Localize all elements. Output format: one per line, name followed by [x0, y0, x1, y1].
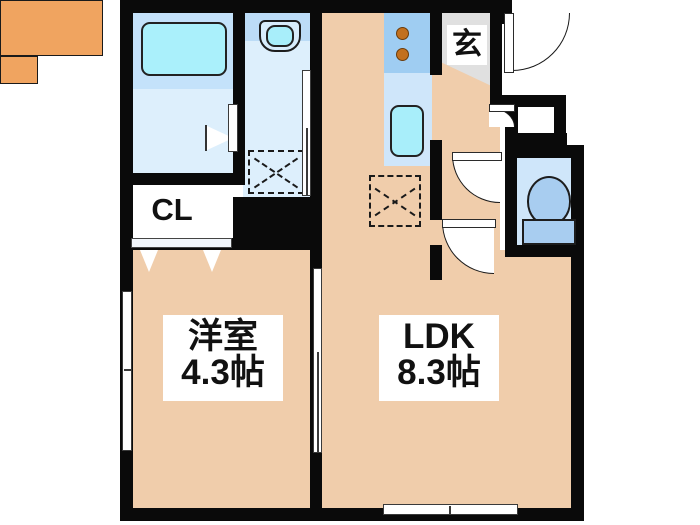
bathtub-icon — [141, 22, 227, 76]
closet-door-rail — [131, 238, 232, 248]
washitsu-label: 洋室 4.3帖 — [163, 315, 283, 401]
genkan-label: 玄 — [447, 25, 487, 65]
washitsu-label-line2: 4.3帖 — [181, 353, 265, 393]
wall-outer-right-shoe-side — [554, 95, 566, 145]
stove-burner-1-icon — [396, 27, 409, 40]
washer-space-icon — [248, 150, 304, 194]
ldk-label: LDK 8.3帖 — [379, 315, 499, 401]
bath-door-line — [205, 125, 207, 151]
west-window-mullion — [124, 369, 132, 371]
closet-cl — [0, 0, 103, 56]
ldk-label-line1: LDK — [403, 317, 475, 356]
refrigerator-space-icon — [369, 175, 421, 227]
kitchen-stove-floor — [384, 11, 432, 73]
toilet-door-leaf[interactable] — [452, 152, 502, 161]
south-window-mullion — [449, 506, 451, 515]
washbasin-bowl-icon — [266, 25, 294, 47]
wall-outer-right-toilet-top — [505, 145, 584, 158]
closet-door-marker-left — [140, 250, 158, 272]
shoebox-door-leaf[interactable] — [489, 104, 515, 112]
washroom-door-track — [306, 128, 308, 196]
wall-corridor-right-lower — [430, 245, 442, 280]
ldk-door-leaf[interactable] — [442, 219, 496, 228]
wall-genkan-right — [490, 11, 502, 95]
entrance-door-leaf[interactable] — [504, 13, 514, 73]
shoe-box-icon — [0, 56, 38, 84]
stove-burner-2-icon — [396, 48, 409, 61]
wall-outer-right-shoe-top — [505, 95, 566, 107]
closet-label: CL — [151, 192, 193, 227]
wall-bath-bottom — [120, 173, 245, 185]
toilet-tank-icon — [522, 219, 576, 245]
bath-door-panel — [228, 104, 238, 152]
closet-door-marker-right — [203, 250, 221, 272]
wall-washroom-right — [310, 0, 322, 200]
ldk-label-line2: 8.3帖 — [397, 353, 481, 393]
kitchen-sink-icon — [390, 105, 424, 157]
washitsu-label-line1: 洋室 — [187, 317, 258, 356]
wall-washroom-bottom — [233, 197, 322, 240]
wall-outer-right-lower — [571, 145, 584, 521]
toilet-bowl-icon — [527, 176, 571, 226]
wall-shoebox-bottom — [505, 133, 567, 146]
ldk-right-floor — [500, 250, 572, 508]
wall-corridor-right — [430, 140, 442, 220]
wall-toilet-bottom — [505, 245, 584, 257]
room-partition-track — [317, 352, 319, 452]
wall-toilet-left — [505, 145, 517, 257]
west-window[interactable] — [122, 291, 132, 451]
wall-kitchen-right — [430, 0, 442, 75]
entrance-door-swing-icon — [512, 13, 570, 71]
